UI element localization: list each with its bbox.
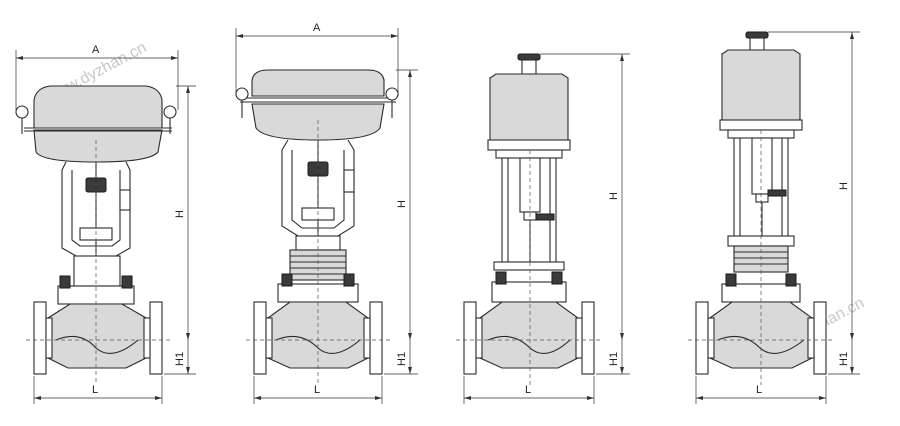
bonnet-flange-2 <box>277 283 359 303</box>
dimension-a-2: A <box>235 22 399 96</box>
label-h-3: H <box>608 192 620 200</box>
label-l-2: L <box>314 384 320 396</box>
label-l-1: L <box>92 384 98 396</box>
label-l-3: L <box>525 384 531 396</box>
label-h-2: H <box>396 200 408 208</box>
valve-body-3 <box>479 301 579 369</box>
lifting-eye-left-1 <box>15 105 29 119</box>
label-l-4: L <box>756 384 762 396</box>
dimension-h-4: H <box>768 31 860 340</box>
flange-right-4 <box>813 301 827 375</box>
dimension-l-2: L <box>253 376 383 404</box>
dimension-a-1: A <box>15 44 179 110</box>
dimension-l-4: L <box>695 376 827 404</box>
dimension-h1-1: H1 <box>164 340 196 375</box>
valve-diagram-2: A <box>235 22 418 404</box>
dimension-h-1: H <box>174 85 196 340</box>
lifting-eye-right-1 <box>163 105 177 119</box>
diaphragm-upper-2 <box>251 69 385 97</box>
label-h-4: H <box>838 182 850 190</box>
label-a-2: A <box>313 22 321 34</box>
flange-left-4 <box>695 301 709 375</box>
diaphragm-upper-1 <box>33 85 163 129</box>
dimension-h-3: H <box>540 53 630 340</box>
valve-body-1 <box>47 303 147 369</box>
electric-actuator-3 <box>489 73 569 141</box>
bonnet-1 <box>73 255 121 287</box>
diaphragm-lower-1 <box>33 129 163 163</box>
flange-left-2 <box>253 301 267 375</box>
handwheel-cap-4 <box>745 31 769 39</box>
label-h1-4: H1 <box>838 352 850 366</box>
label-h1-3: H1 <box>608 352 620 366</box>
valve-diagram-3: H H1 L <box>456 53 630 404</box>
valve-diagram-4: H H1 L <box>688 31 860 404</box>
bonnet-flange-3 <box>491 281 567 303</box>
electric-actuator-4 <box>721 49 801 121</box>
dimension-h1-4: H1 <box>828 340 860 375</box>
lifting-eye-right-2 <box>385 87 399 101</box>
valve-diagram-1: A <box>15 44 196 404</box>
handwheel-cap-3 <box>517 53 541 61</box>
lifting-eye-left-2 <box>235 87 249 101</box>
flange-left-3 <box>463 301 477 375</box>
dimension-l-3: L <box>463 376 595 404</box>
flange-right-3 <box>581 301 595 375</box>
flange-right-2 <box>369 301 383 375</box>
dimension-h1-3: H1 <box>596 340 630 375</box>
flange-right-1 <box>149 301 163 375</box>
label-a-1: A <box>92 44 100 56</box>
label-h-1: H <box>174 210 186 218</box>
dimension-l-1: L <box>33 376 163 404</box>
label-h1-1: H1 <box>174 352 186 366</box>
dimension-h-2: H <box>396 69 418 340</box>
label-h1-2: H1 <box>396 352 408 366</box>
flange-left-1 <box>33 301 47 375</box>
dimension-h1-2: H1 <box>384 340 418 375</box>
